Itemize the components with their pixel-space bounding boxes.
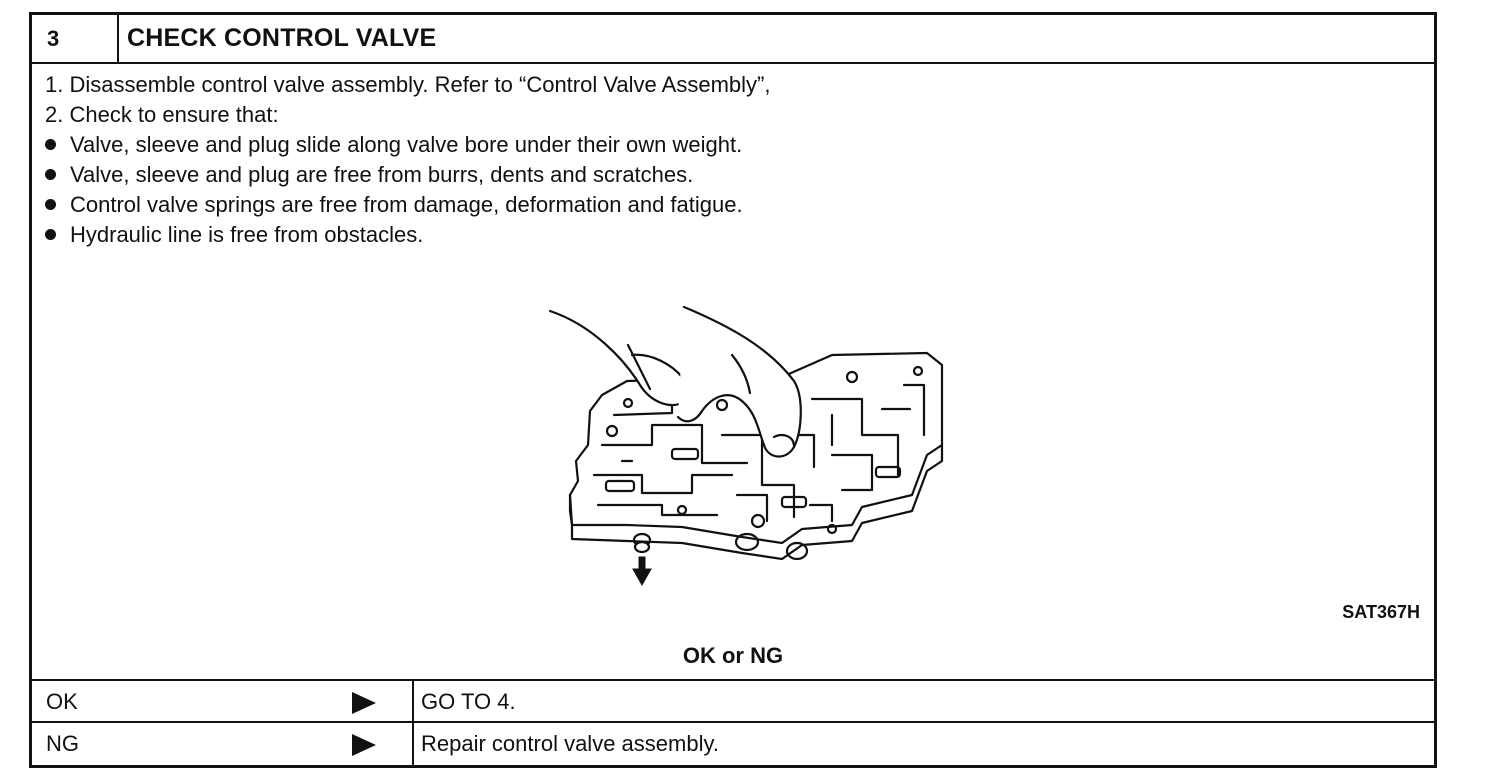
check-item-text: Valve, sleeve and plug slide along valve… <box>70 132 743 157</box>
step-number: 3 <box>32 15 119 62</box>
figure-id: SAT367H <box>1342 602 1420 622</box>
procedure-header: 3 CHECK CONTROL VALVE <box>32 15 1434 64</box>
check-item-text: Control valve springs are free from dama… <box>70 192 743 217</box>
ok-ng-question: OK or NG <box>682 643 784 668</box>
check-item: Valve, sleeve and plug are free from bur… <box>45 160 770 190</box>
bullet-icon <box>45 198 56 210</box>
result-condition: NG <box>46 731 79 756</box>
bullet-icon <box>45 168 56 180</box>
procedure-title: CHECK CONTROL VALVE <box>127 24 437 52</box>
control-valve-illustration <box>548 305 944 587</box>
bullet-icon <box>45 138 56 150</box>
result-row-ok: OK GO TO 4. <box>32 679 1434 725</box>
check-item: Valve, sleeve and plug slide along valve… <box>45 130 770 160</box>
arrow-right-icon <box>352 734 376 756</box>
result-condition: OK <box>46 689 78 714</box>
instruction-text: 2. Check to ensure that: <box>45 102 279 127</box>
check-item-text: Valve, sleeve and plug are free from bur… <box>70 162 694 187</box>
instruction-text: 1. Disassemble control valve assembly. R… <box>45 72 771 97</box>
result-action: GO TO 4. <box>421 689 516 714</box>
check-item: Control valve springs are free from dama… <box>45 190 770 220</box>
column-divider <box>412 681 414 725</box>
instruction-step-2: 2. Check to ensure that: <box>45 100 770 130</box>
result-action: Repair control valve assembly. <box>421 731 719 756</box>
instruction-list: 1. Disassemble control valve assembly. R… <box>45 70 770 250</box>
result-row-ng: NG Repair control valve assembly. <box>32 721 1434 767</box>
check-item-text: Hydraulic line is free from obstacles. <box>70 222 424 247</box>
instruction-step-1: 1. Disassemble control valve assembly. R… <box>45 70 770 100</box>
arrow-right-icon <box>352 692 376 714</box>
bullet-icon <box>45 228 56 240</box>
column-divider <box>412 723 414 767</box>
procedure-table: 3 CHECK CONTROL VALVE 1. Disassemble con… <box>29 12 1437 768</box>
check-item: Hydraulic line is free from obstacles. <box>45 220 770 250</box>
